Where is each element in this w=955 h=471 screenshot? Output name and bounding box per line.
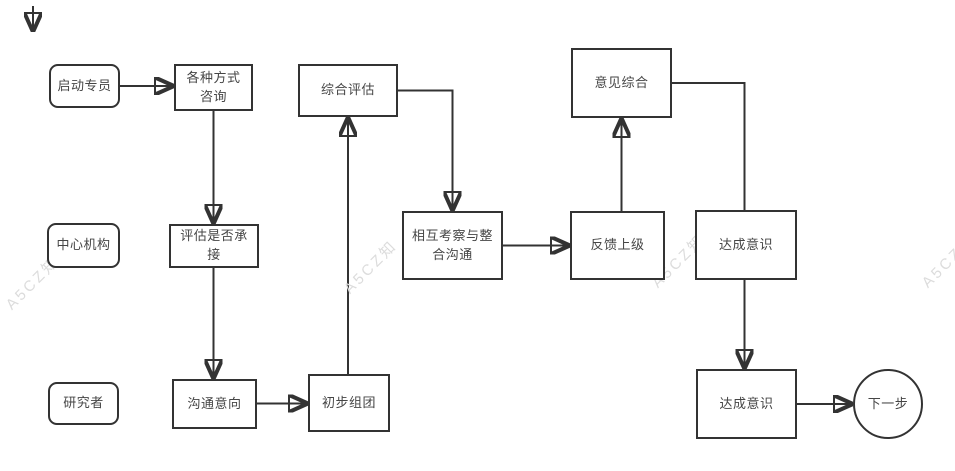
node-consult-various-ways: 各种方式 咨询 <box>174 64 253 111</box>
node-feedback-superior: 反馈上级 <box>570 211 665 280</box>
node-start-specialist: 启动专员 <box>49 64 120 108</box>
node-next-step: 下一步 <box>853 369 923 439</box>
node-researcher: 研究者 <box>48 382 119 425</box>
node-evaluate-acceptance: 评估是否承 接 <box>169 224 259 268</box>
node-communicate-intention: 沟通意向 <box>172 379 257 429</box>
node-comprehensive-evaluation: 综合评估 <box>298 64 398 117</box>
node-reach-consensus-bottom: 达成意识 <box>696 369 797 439</box>
node-opinion-synthesis: 意见综合 <box>571 48 672 118</box>
arrow-evaluation-to-inspection <box>398 89 453 209</box>
node-central-institution: 中心机构 <box>47 223 120 268</box>
line-synthesis-to-consensus <box>672 82 746 210</box>
node-mutual-inspection-communication: 相互考察与整 合沟通 <box>402 211 503 280</box>
watermark: A5CZ知 <box>340 237 402 298</box>
node-preliminary-grouping: 初步组团 <box>308 374 390 432</box>
watermark: A5CZ知 <box>918 231 955 292</box>
node-reach-consensus-mid: 达成意识 <box>695 210 797 280</box>
